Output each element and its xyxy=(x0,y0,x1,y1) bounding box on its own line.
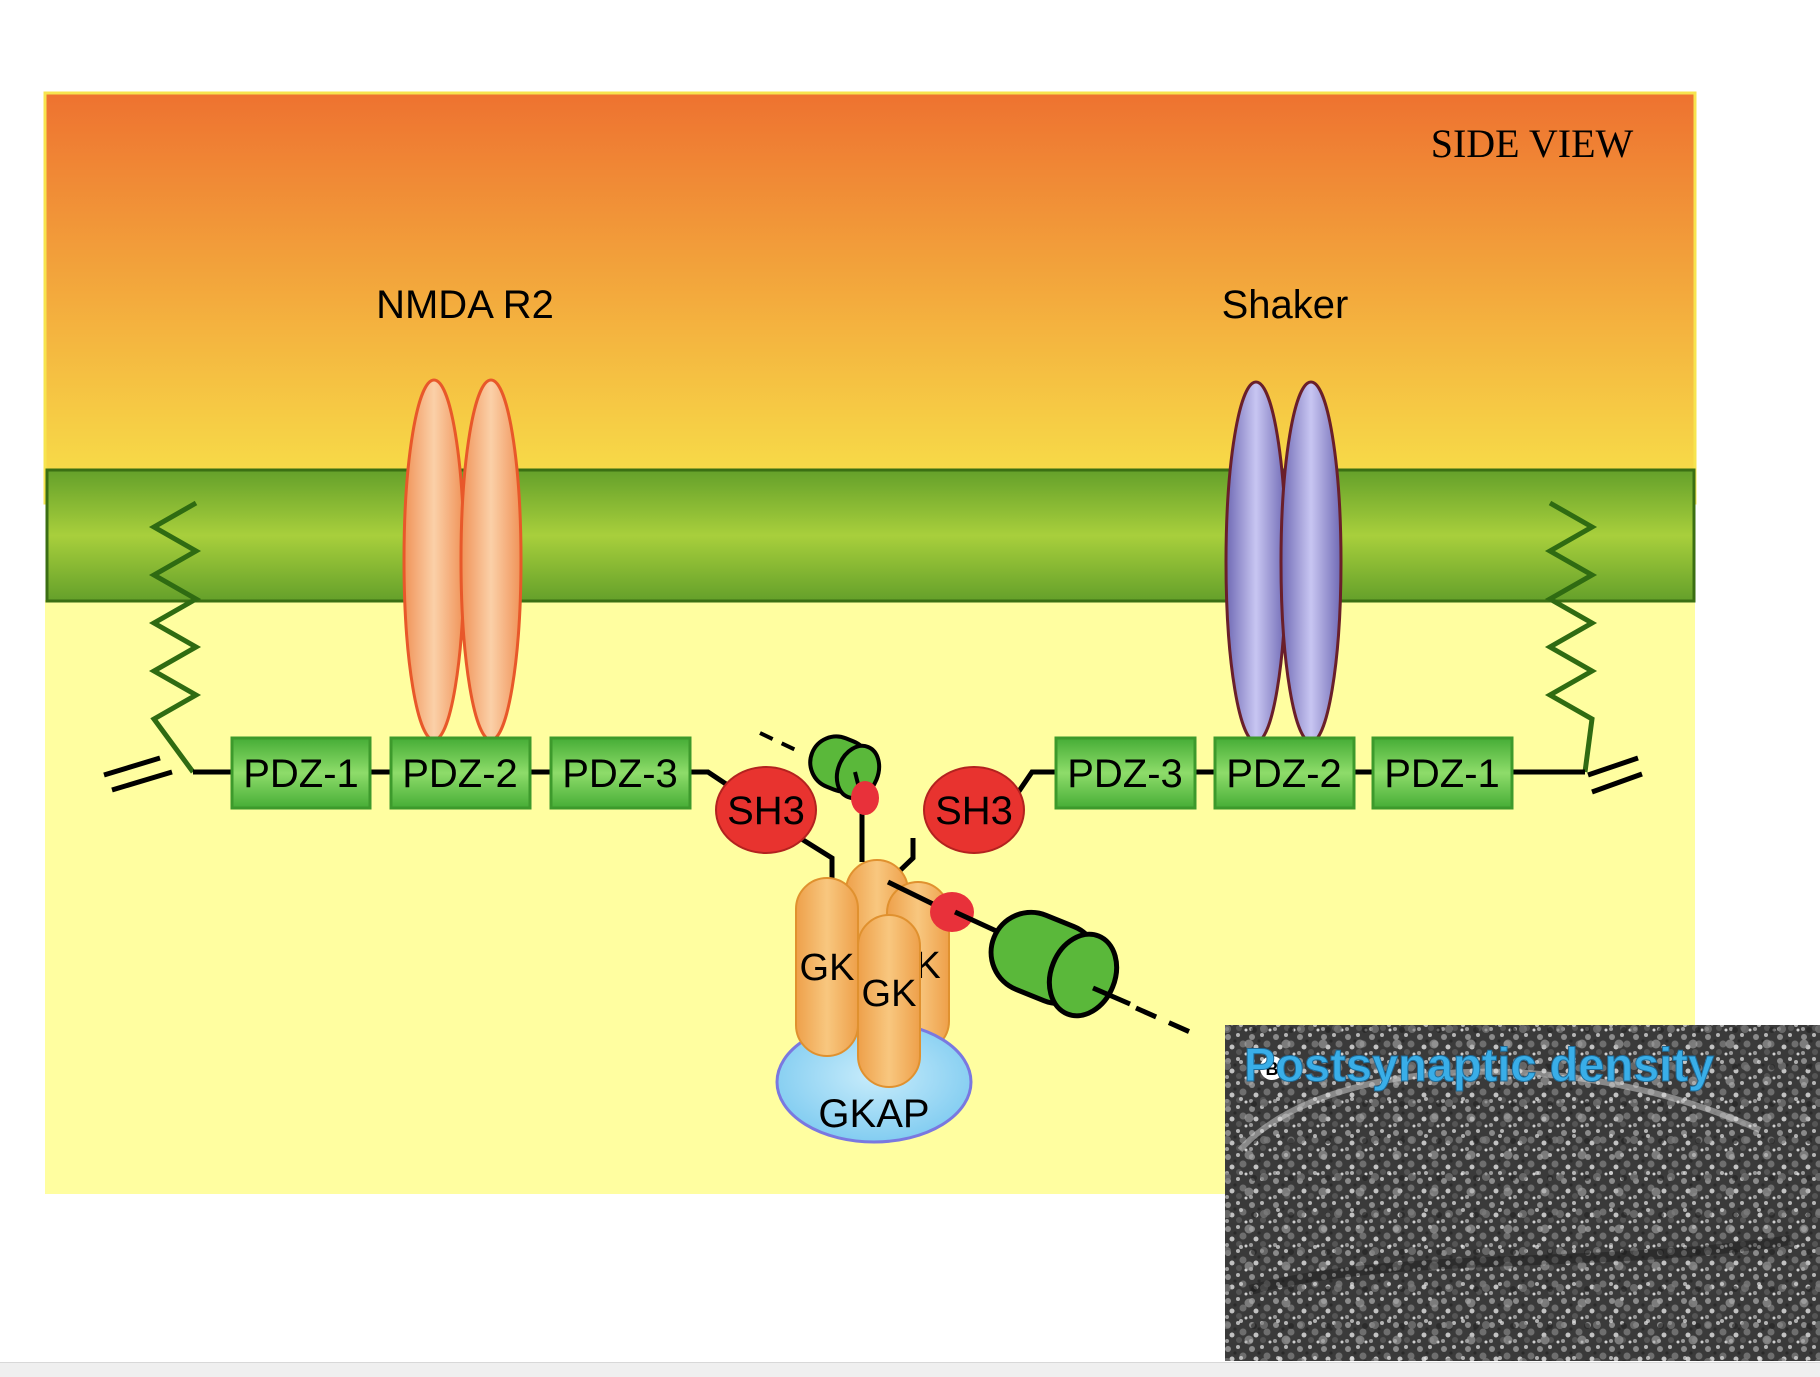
gk-domain-front-mid: GK xyxy=(857,914,921,1088)
binding-site-dot-top xyxy=(851,781,879,815)
svg-text:PDZ-3: PDZ-3 xyxy=(1067,752,1183,796)
panel-letter-badge xyxy=(1260,1056,1284,1080)
svg-text:PDZ-1: PDZ-1 xyxy=(243,752,359,796)
gk-binding-partner-cylinder-large xyxy=(953,909,1192,1035)
nmda-r2-receptor xyxy=(402,378,523,742)
svg-text:B: B xyxy=(1266,1059,1279,1079)
pdz-2-left: PDZ-2 xyxy=(389,736,532,810)
palmitoyl-anchor-right xyxy=(1544,500,1598,773)
postsynaptic-density-label: Postsynaptic density xyxy=(1244,1038,1714,1091)
svg-text:GK: GK xyxy=(862,973,917,1015)
svg-text:PDZ-3: PDZ-3 xyxy=(562,752,678,796)
diagram-title: SIDE VIEW xyxy=(1431,121,1634,166)
palmitoyl-anchor-left xyxy=(148,500,202,774)
pdz-2-right: PDZ-2 xyxy=(1213,736,1356,810)
sh3-domain-left: SH3 xyxy=(715,766,817,854)
gk-domain-front-left: GK xyxy=(795,877,859,1057)
pdz-1-left: PDZ-1 xyxy=(230,736,372,810)
svg-text:GK: GK xyxy=(800,947,855,989)
svg-text:PDZ-2: PDZ-2 xyxy=(1226,752,1342,796)
window-bottom-bar xyxy=(0,1362,1820,1377)
extracellular-space xyxy=(43,91,1697,505)
shaker-label: Shaker xyxy=(1222,283,1349,327)
pdz-1-right: PDZ-1 xyxy=(1371,736,1514,810)
gk-binding-partner-cylinder-small xyxy=(759,731,882,801)
em-micrograph-inset: B Postsynaptic density xyxy=(1225,1025,1820,1361)
pdz-3-right: PDZ-3 xyxy=(1054,736,1197,810)
svg-text:SH3: SH3 xyxy=(935,789,1013,833)
svg-text:PDZ-1: PDZ-1 xyxy=(1384,752,1500,796)
svg-text:SH3: SH3 xyxy=(727,789,805,833)
binding-site-dot-right xyxy=(930,892,974,932)
sh3-domain-right: SH3 xyxy=(923,766,1025,854)
cell-membrane xyxy=(45,468,1696,603)
svg-text:GKAP: GKAP xyxy=(818,1092,929,1136)
shaker-channel xyxy=(1224,380,1343,744)
pdz-3-left: PDZ-3 xyxy=(549,736,692,810)
nmda-r2-label: NMDA R2 xyxy=(376,283,554,327)
svg-text:PDZ-2: PDZ-2 xyxy=(402,752,518,796)
